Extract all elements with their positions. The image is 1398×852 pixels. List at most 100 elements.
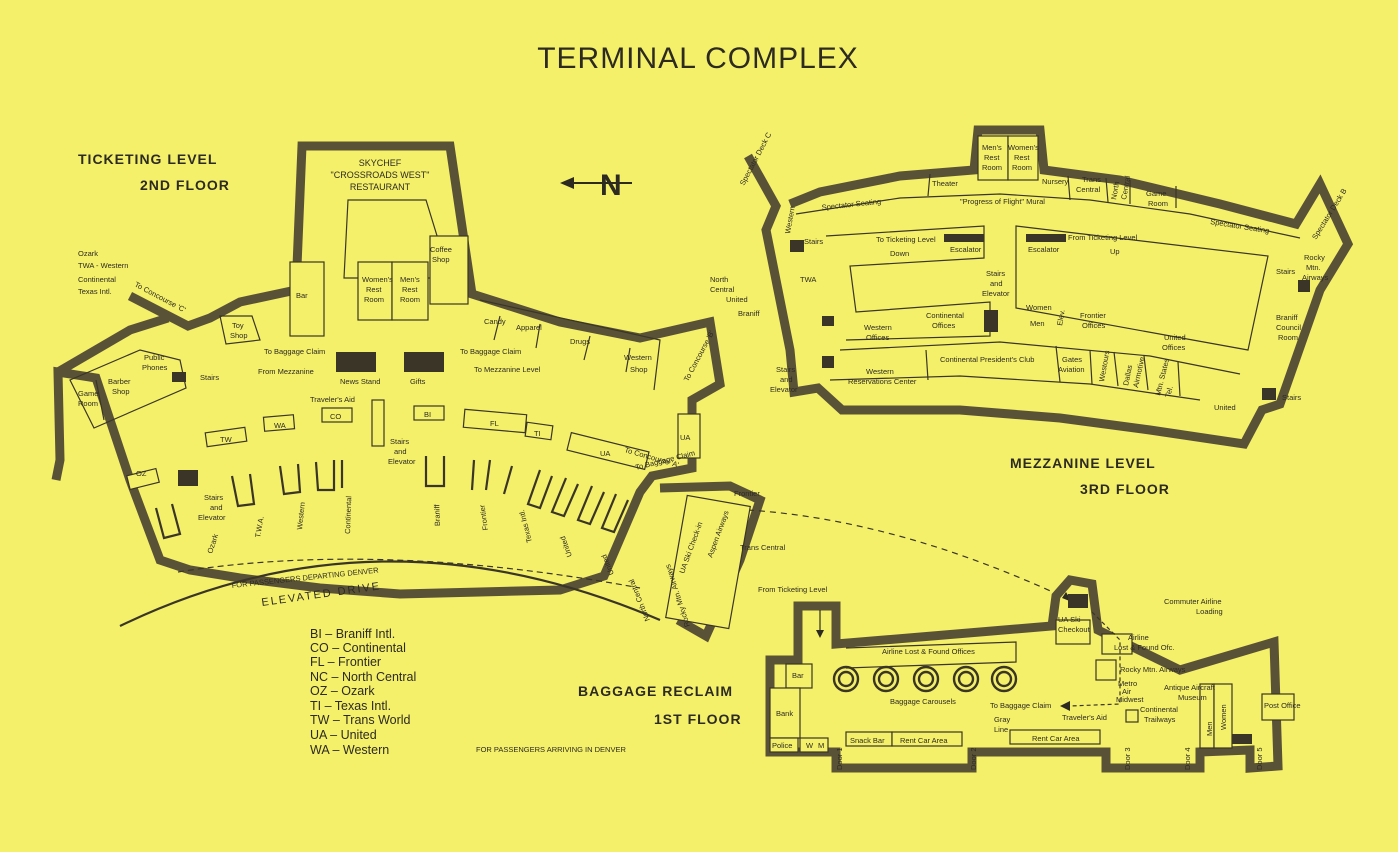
map-label: Council	[1276, 323, 1301, 332]
map-label: Shop	[630, 365, 648, 374]
north-central-mez: North	[1109, 181, 1121, 201]
map-label: Room	[982, 163, 1002, 172]
legend-item: CO – Continental	[310, 641, 406, 655]
airline-left-2: TWA - Western	[78, 261, 128, 270]
map-label: Tel.	[1163, 385, 1175, 399]
arriving-label: FOR PASSENGERS ARRIVING IN DENVER	[476, 745, 626, 754]
w-label: W	[806, 741, 814, 750]
map-label: Room	[400, 295, 420, 304]
counter-oz: OZ	[136, 469, 147, 478]
gray-line: Gray	[994, 715, 1011, 724]
airline-left-1: Ozark	[78, 249, 98, 258]
western-shop-label: Western	[624, 353, 652, 362]
bar-label: Bar	[296, 291, 308, 300]
to-ticketing-label: To Ticketing Level	[876, 235, 936, 244]
theater-label: Theater	[932, 179, 958, 188]
restaurant-label-2: "CROSSROADS WEST"	[331, 170, 430, 180]
map-label: and	[210, 503, 223, 512]
mezzanine-floor-title: 3RD FLOOR	[1080, 481, 1170, 497]
antique-museum: Antique Aircraft	[1164, 683, 1216, 692]
airline-right-3: United	[726, 295, 748, 304]
post-office: Post Office	[1264, 701, 1301, 710]
map-label: Midwest	[1116, 695, 1144, 704]
elev-mez: Elev.	[1055, 309, 1067, 326]
from-mezzanine: From Mezzanine	[258, 367, 314, 376]
stairs-label: Stairs	[200, 373, 219, 382]
counter-co: CO	[330, 412, 341, 421]
gate-western: Western	[295, 502, 307, 531]
western-mez: Western	[783, 205, 797, 234]
gate-frontier: Frontier	[477, 504, 490, 531]
continental-trailways: Continental	[1140, 705, 1178, 714]
mens-rest-label: Men's	[400, 275, 420, 284]
bank-label: Bank	[776, 709, 793, 718]
gates-aviation: Gates	[1062, 355, 1082, 364]
snack-bar: Snack Bar	[850, 736, 885, 745]
counter-ua-2: UA	[680, 433, 690, 442]
carousels-label: Baggage Carousels	[890, 697, 956, 706]
frontier-offices: Frontier	[1080, 311, 1106, 320]
down-label: Down	[890, 249, 909, 258]
game-room-mez: Game	[1146, 189, 1166, 198]
door-1: Door 1	[835, 747, 844, 770]
gate-twa: T.W.A.	[253, 515, 266, 538]
men-bag: Men	[1205, 721, 1214, 736]
twa-mez: TWA	[800, 275, 816, 284]
map-label: Elevator	[982, 289, 1010, 298]
ticketing-level-plan: TICKETING LEVEL 2ND FLOOR	[51, 141, 1072, 643]
westours-label: Westours	[1097, 349, 1111, 382]
map-label: Air	[1122, 687, 1132, 696]
airline-legend: BI – Braniff Intl. CO – Continental FL –…	[310, 627, 416, 757]
map-label: Checkout	[1058, 625, 1091, 634]
legend-item: UA – United	[310, 728, 377, 742]
restaurant-label-3: RESTAURANT	[350, 182, 411, 192]
rent-car-area-1: Rent Car Area	[900, 736, 948, 745]
to-baggage-claim-bag: To Baggage Claim	[990, 701, 1051, 710]
braniff-council: Braniff	[1276, 313, 1298, 322]
police-label: Police	[772, 741, 792, 750]
airline-right-1: North	[710, 275, 728, 284]
map-label: Room	[364, 295, 384, 304]
map-label: Phones	[142, 363, 168, 372]
map-label: Elevator	[388, 457, 416, 466]
map-label: Rest	[1014, 153, 1030, 162]
legend-item: TI – Texas Intl.	[310, 699, 391, 713]
map-label: Offices	[1162, 343, 1185, 352]
map-label: Central	[1119, 175, 1132, 201]
trans-central-label: Trans	[1082, 175, 1101, 184]
toy-shop-label: Toy	[232, 321, 244, 330]
rent-car-area-2: Rent Car Area	[1032, 734, 1080, 743]
mezzanine-level-title: MEZZANINE LEVEL	[1010, 455, 1156, 471]
map-label: Room	[78, 399, 98, 408]
stairs-mez-rr: Stairs	[1282, 393, 1301, 402]
gate-braniff: Braniff	[432, 503, 442, 526]
counter-bi: BI	[424, 410, 431, 419]
airline-lost-label: Airline	[1128, 633, 1149, 642]
map-label: Trailways	[1144, 715, 1176, 724]
stairs-elevator-left-label: Stairs	[204, 493, 223, 502]
map-label: Room	[1278, 333, 1298, 342]
map-label: and	[394, 447, 407, 456]
counter-fl: FL	[490, 419, 499, 428]
map-label: Lost & Found Ofc.	[1114, 643, 1174, 652]
drugs-label: Drugs	[570, 337, 590, 346]
womens-rest-label: Women's	[362, 275, 393, 284]
map-label: Elevator	[770, 385, 798, 394]
from-ticketing-bag: From Ticketing Level	[758, 585, 828, 594]
carousel-icons	[832, 665, 1018, 693]
gate-united-1: United	[558, 535, 574, 558]
legend-item: FL – Frontier	[310, 655, 381, 669]
apparel-label: Apparel	[516, 323, 542, 332]
gate-continental: Continental	[343, 496, 353, 535]
restaurant-label-1: SKYCHEF	[359, 158, 402, 168]
news-stand-label: News Stand	[340, 377, 380, 386]
stairs-mez: Stairs	[804, 237, 823, 246]
continental-presidents: Continental President's Club	[940, 355, 1034, 364]
map-label: Rest	[366, 285, 382, 294]
game-room-label: Game	[78, 389, 98, 398]
baggage-floor-title: 1ST FLOOR	[654, 711, 742, 727]
map-title: TERMINAL COMPLEX	[537, 42, 859, 75]
map-label: Central	[1076, 185, 1101, 194]
counter-wa: WA	[274, 421, 286, 430]
